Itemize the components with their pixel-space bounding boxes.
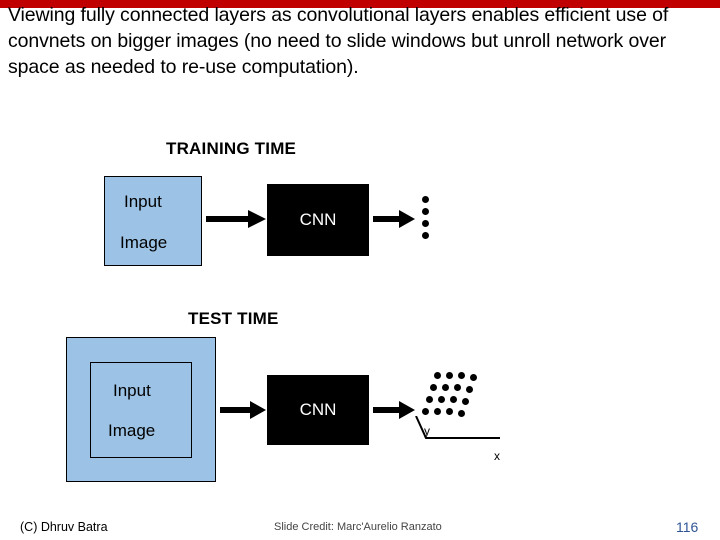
training-image-label: Image	[120, 233, 168, 252]
slide-body-text: Viewing fully connected layers as convol…	[8, 4, 669, 78]
test-image-label: Image	[108, 421, 156, 440]
training-cnn-box: CNN	[267, 184, 369, 256]
test-inner-image-box	[90, 362, 192, 458]
test-arrow-input-to-cnn	[220, 399, 268, 426]
training-input-label: Input	[124, 192, 162, 211]
test-arrow-cnn-to-output	[373, 399, 417, 426]
footer-author: (C) Dhruv Batra	[20, 520, 108, 534]
footer-page-number: 116	[676, 519, 699, 535]
test-input-label: Input	[113, 381, 151, 400]
training-arrow-input-to-cnn	[206, 208, 268, 235]
training-output-dots	[416, 196, 436, 244]
training-time-heading: TRAINING TIME	[166, 139, 297, 158]
accent-bar	[0, 0, 720, 8]
training-arrow-cnn-to-output	[373, 208, 417, 235]
footer-slide-credit: Slide Credit: Marc'Aurelio Ranzato	[274, 521, 442, 533]
test-axis-x-label: x	[494, 449, 500, 463]
test-axis-y-label: y	[424, 424, 430, 438]
test-output-dot-grid	[415, 372, 500, 439]
test-time-heading: TEST TIME	[188, 309, 279, 328]
test-cnn-label: CNN	[299, 400, 337, 419]
training-input-image-box	[104, 176, 202, 266]
test-cnn-box: CNN	[267, 375, 369, 445]
training-cnn-label: CNN	[299, 210, 337, 229]
